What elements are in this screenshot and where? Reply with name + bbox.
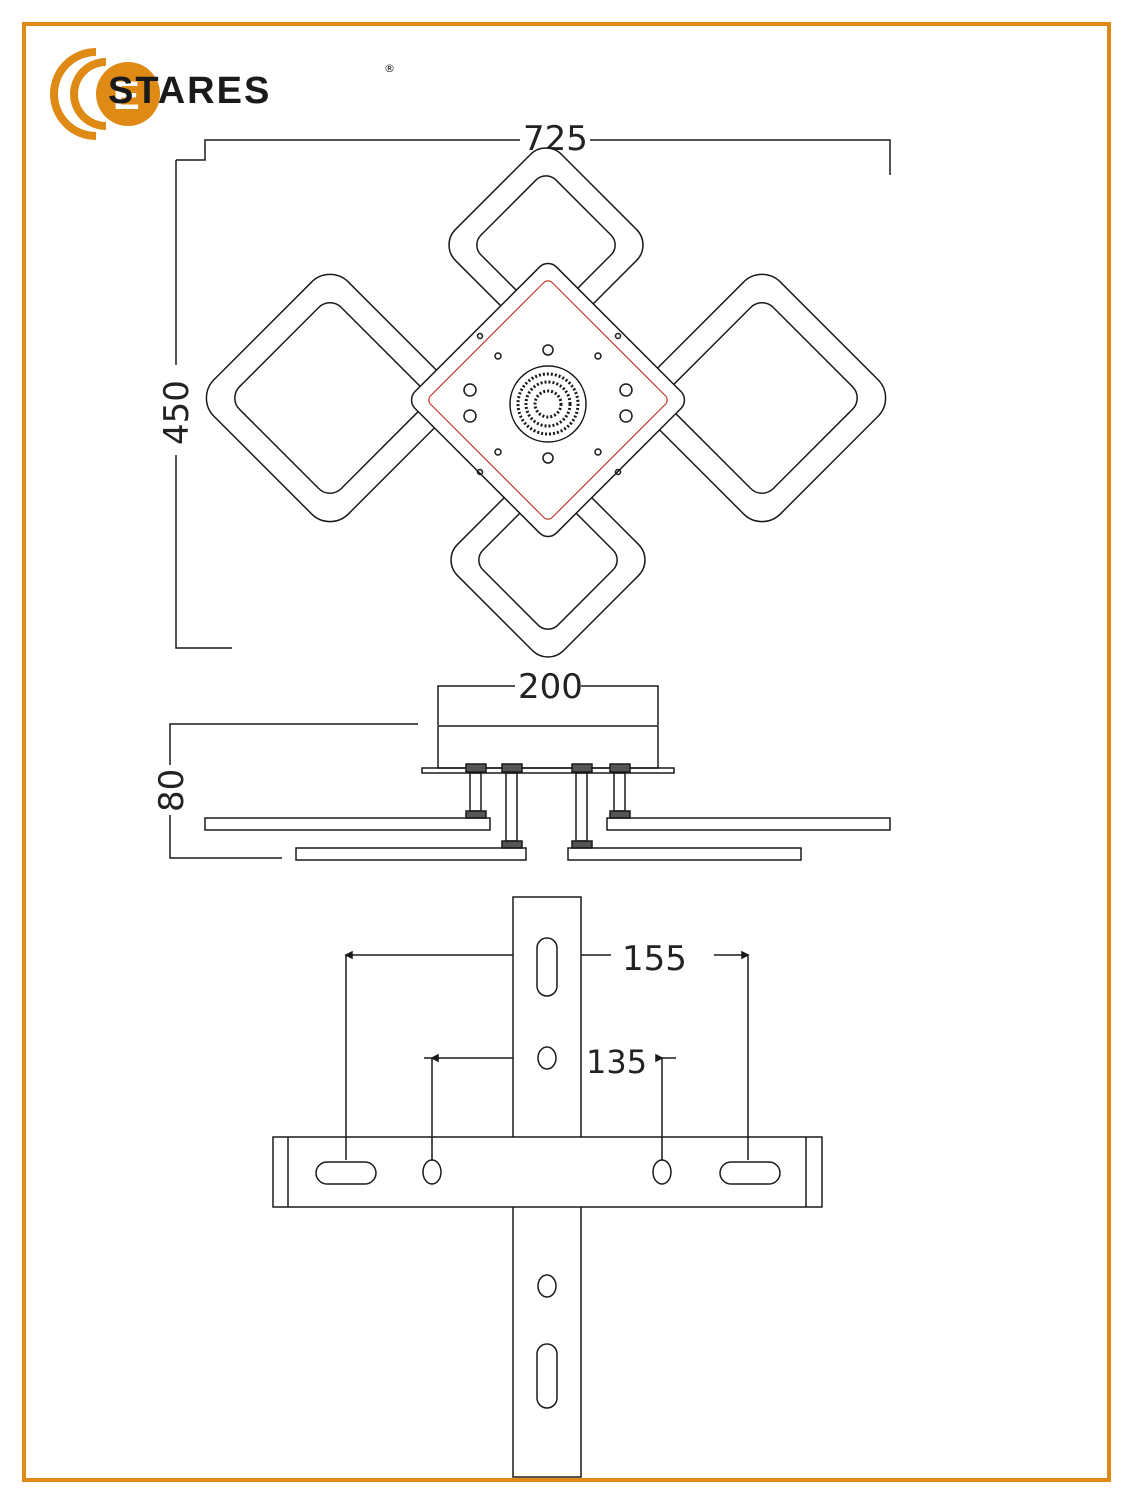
slot-bottom: [536, 1343, 558, 1409]
screw-bottom: [542, 452, 554, 464]
dim-label-inner: 135: [586, 1043, 647, 1081]
slot-top: [536, 937, 558, 997]
ring-top: [448, 147, 644, 343]
center-plate: [410, 262, 686, 538]
dim-line-width: [176, 139, 891, 175]
dim-label-height: 450: [157, 380, 197, 445]
arm-upper-left: [204, 817, 491, 831]
ring-bottom: [450, 462, 646, 658]
page-border: [22, 22, 1111, 1482]
dim-label-outer: 155: [622, 939, 687, 979]
rods: [465, 763, 631, 849]
side-view: 200 80: [152, 667, 891, 861]
logo-circle: [96, 62, 160, 126]
mounting-plate: [421, 767, 675, 774]
hole-upper: [537, 1046, 557, 1070]
registered-mark: ®: [384, 62, 395, 75]
bracket-horizontal-bar: [272, 1136, 823, 1208]
arm-upper-right: [606, 817, 891, 831]
ring-left: [205, 273, 455, 523]
arm-lower-right: [567, 847, 802, 861]
dim-label-base: 200: [518, 667, 583, 707]
dim-line-height: [175, 160, 232, 649]
slot-left: [315, 1161, 377, 1185]
brand-name: STARES: [108, 70, 272, 112]
arm-lower-left: [295, 847, 527, 861]
top-view: 725 450: [157, 118, 891, 658]
slot-right: [719, 1161, 781, 1185]
bracket-view: 155 135: [272, 896, 823, 1478]
ring-right: [637, 273, 887, 523]
canopy: [437, 725, 659, 769]
hole-lower: [537, 1274, 557, 1298]
screw-top: [542, 344, 554, 356]
center-led-ring: [509, 365, 587, 443]
logo-arc-outer: [50, 48, 96, 140]
dim-label-side-height: 80: [152, 769, 192, 812]
logo-arc-middle: [70, 58, 106, 130]
dim-line-side-height: [169, 723, 418, 859]
logo-initial: E: [113, 74, 140, 118]
center-led-grille: [516, 372, 580, 436]
brand-logo: E: [50, 48, 160, 140]
